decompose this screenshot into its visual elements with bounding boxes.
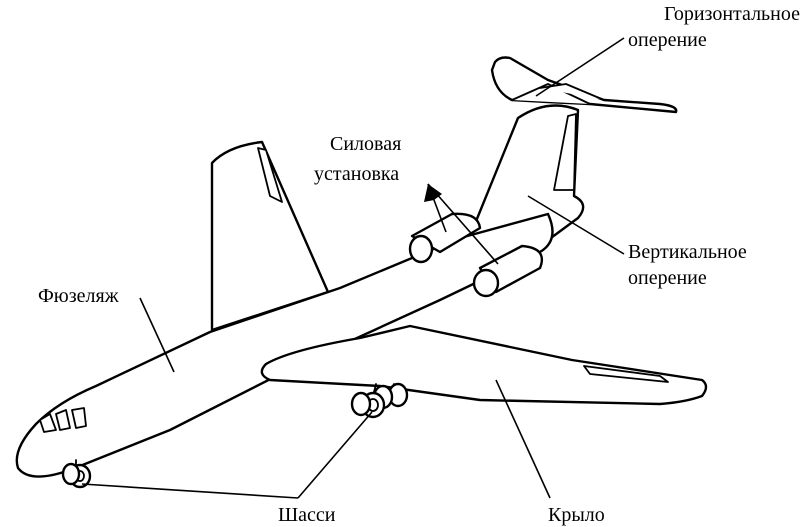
leader-gear-nose xyxy=(81,483,299,499)
arrowhead-powerplant-left xyxy=(424,184,434,202)
leader-gear-main xyxy=(297,411,373,499)
label-horizontal-tail-line1: Горизонтальное xyxy=(664,3,800,25)
label-powerplant-line1: Силовая xyxy=(330,133,401,155)
far-wing xyxy=(210,140,330,332)
label-landing-gear: Шасси xyxy=(278,504,336,526)
label-powerplant-line2: установка xyxy=(314,163,399,185)
label-fuselage: Фюзеляж xyxy=(38,285,119,307)
leader-horizontal-tail xyxy=(535,37,625,97)
horizontal-stabilizer xyxy=(490,56,678,114)
engine-right xyxy=(472,244,544,298)
leader-fuselage xyxy=(139,297,175,373)
arrowhead-powerplant-right xyxy=(428,184,442,200)
labels: Горизонтальное оперение Силовая установк… xyxy=(38,3,800,526)
nose-landing-gear xyxy=(61,459,92,489)
leader-vertical-tail xyxy=(527,195,625,255)
near-wing xyxy=(260,324,708,406)
label-wing: Крыло xyxy=(548,504,605,526)
leader-powerplant-right xyxy=(427,183,499,265)
leader-lines xyxy=(81,37,625,499)
fuselage xyxy=(15,212,554,478)
label-horizontal-tail-line2: оперение xyxy=(628,29,707,51)
leader-wing xyxy=(495,379,551,499)
main-landing-gear xyxy=(350,382,409,419)
label-vertical-tail-line2: оперение xyxy=(628,267,707,289)
label-vertical-tail-line1: Вертикальное xyxy=(628,241,747,263)
